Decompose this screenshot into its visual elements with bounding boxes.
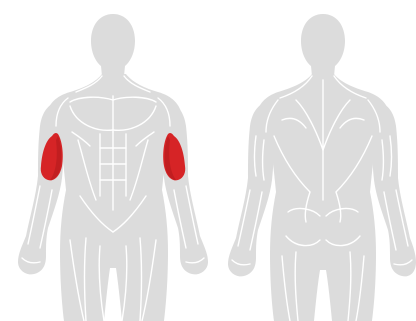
front-left-arm (18, 100, 66, 274)
front-body-figure (18, 14, 208, 321)
front-head (91, 14, 135, 76)
back-left-arm (228, 100, 276, 276)
back-head (301, 14, 345, 76)
back-right-arm (370, 100, 416, 276)
back-body-figure (228, 14, 416, 321)
